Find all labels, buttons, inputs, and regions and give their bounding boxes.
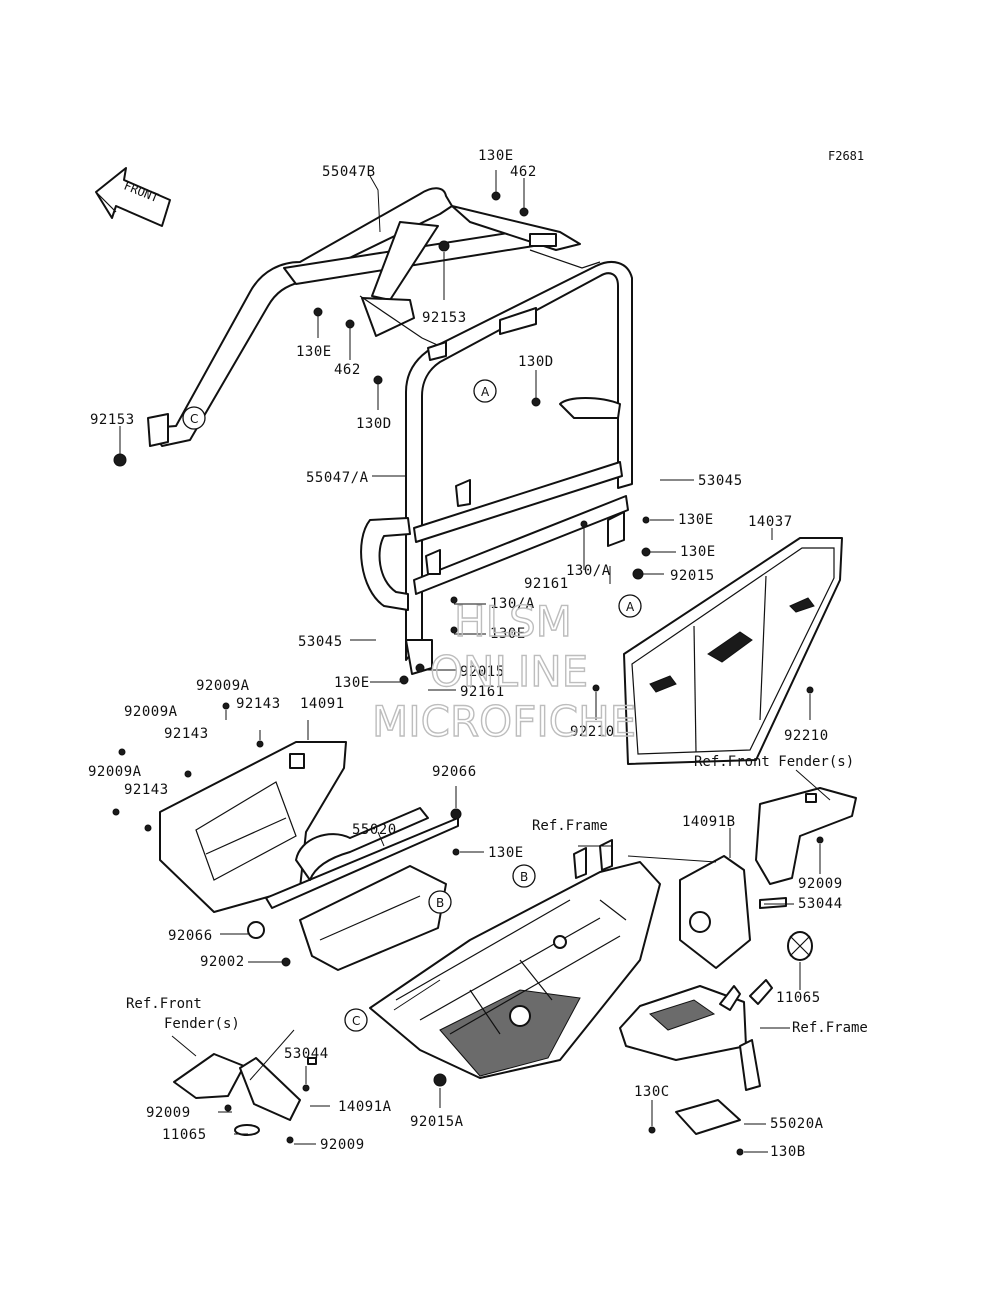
- part-label: 92161: [460, 684, 505, 700]
- part-label: 92009: [798, 876, 843, 892]
- part-label: 130C: [634, 1084, 670, 1100]
- part-label: 92066: [168, 928, 213, 944]
- callout-c-frame: C: [344, 1008, 368, 1032]
- front-guard-14091: [159, 741, 347, 913]
- fender-bracket-14091a: [173, 1053, 317, 1136]
- part-label: 92153: [422, 310, 467, 326]
- part-label: 92015A: [410, 1114, 464, 1130]
- fender-bracket-14091b: [679, 787, 857, 969]
- part-label: 92002: [200, 954, 245, 970]
- part-label: 130E: [478, 148, 514, 164]
- callout-label: C: [190, 412, 198, 426]
- part-label: 130B: [770, 1144, 806, 1160]
- part-label: 55047/A: [306, 470, 369, 486]
- part-label: 14091A: [338, 1099, 392, 1115]
- part-label: 92143: [124, 782, 169, 798]
- part-label: 92143: [164, 726, 209, 742]
- main-frame-assembly: [369, 839, 661, 1079]
- callout-b-bumper: B: [428, 890, 452, 914]
- callout-a-upper: A: [473, 379, 497, 403]
- reference-notes: Ref.Front Fender(s) Ref.Frame Ref.Front …: [126, 754, 868, 1036]
- part-label: 53045: [698, 473, 743, 489]
- part-label: 92153: [90, 412, 135, 428]
- watermark-line3: MICROFICHE: [372, 697, 636, 746]
- part-label: 92015: [460, 664, 505, 680]
- leader-lines: [119, 170, 831, 1153]
- part-label: 130/A: [490, 596, 535, 612]
- part-label: 55020: [352, 822, 397, 838]
- part-label: 53044: [284, 1046, 329, 1062]
- rops-upper-bar-55047b: [147, 187, 601, 447]
- part-label: 11065: [162, 1127, 207, 1143]
- ref-front-fender-left-line2: Fender(s): [164, 1016, 240, 1032]
- callout-b-frame: B: [512, 864, 536, 888]
- part-label: 14037: [748, 514, 793, 530]
- rear-screen-14037: [623, 537, 843, 765]
- cap-11065-right: [787, 931, 813, 961]
- part-label: 462: [510, 164, 537, 180]
- callout-label: B: [436, 896, 444, 910]
- watermark: HLSM ONLINE MICROFICHE: [371, 596, 637, 746]
- part-label: 14091B: [682, 814, 736, 830]
- part-label: 92161: [524, 576, 569, 592]
- ref-frame-right: Ref.Frame: [792, 1020, 868, 1036]
- part-label: 130E: [334, 675, 370, 691]
- part-label: 92009A: [88, 764, 142, 780]
- callout-a-screen: A: [618, 594, 642, 618]
- part-label: 130E: [490, 626, 526, 642]
- part-label: 53045: [298, 634, 343, 650]
- part-label: 92009A: [124, 704, 178, 720]
- part-label: 130/A: [566, 563, 611, 579]
- callout-label: C: [352, 1014, 360, 1028]
- ref-front-fender-right: Ref.Front Fender(s): [694, 754, 854, 770]
- part-label: 55020A: [770, 1116, 824, 1132]
- watermark-line1: HLSM: [454, 597, 572, 646]
- callout-c-upper: C: [182, 406, 206, 430]
- callout-label: A: [626, 600, 635, 614]
- part-label: 14091: [300, 696, 345, 712]
- front-arrow-icon: FRONT: [95, 167, 171, 227]
- callout-label: B: [520, 870, 528, 884]
- part-label: 130E: [680, 544, 716, 560]
- skid-plate-assembly-55020a: [619, 979, 773, 1135]
- watermark-line2: ONLINE: [430, 647, 588, 696]
- fastener-dots: [112, 191, 824, 1156]
- part-label: 130D: [518, 354, 554, 370]
- front-bumper-55020: [247, 807, 459, 971]
- part-label: 92009: [146, 1105, 191, 1121]
- part-label: 92015: [670, 568, 715, 584]
- part-label: 53044: [798, 896, 843, 912]
- rops-main-frame-55047a: [360, 261, 633, 675]
- part-label: 130D: [356, 416, 392, 432]
- part-label: 130E: [296, 344, 332, 360]
- part-label: 92009: [320, 1137, 365, 1153]
- part-label: 130E: [488, 845, 524, 861]
- part-label: 462: [334, 362, 361, 378]
- part-label: 92066: [432, 764, 477, 780]
- part-label: 11065: [776, 990, 821, 1006]
- ref-frame-center: Ref.Frame: [532, 818, 608, 834]
- ref-front-fender-left-line1: Ref.Front: [126, 996, 202, 1012]
- part-number-labels: 55047B 130E 462 92153 130E 462 130D 130D…: [88, 148, 843, 1160]
- callout-label: A: [481, 385, 490, 399]
- figure-code: F2681: [828, 149, 864, 163]
- part-label: 55047B: [322, 164, 376, 180]
- part-label: 92143: [236, 696, 281, 712]
- part-label: 92210: [570, 724, 615, 740]
- part-label: 130E: [678, 512, 714, 528]
- part-label: 92210: [784, 728, 829, 744]
- part-label: 92009A: [196, 678, 250, 694]
